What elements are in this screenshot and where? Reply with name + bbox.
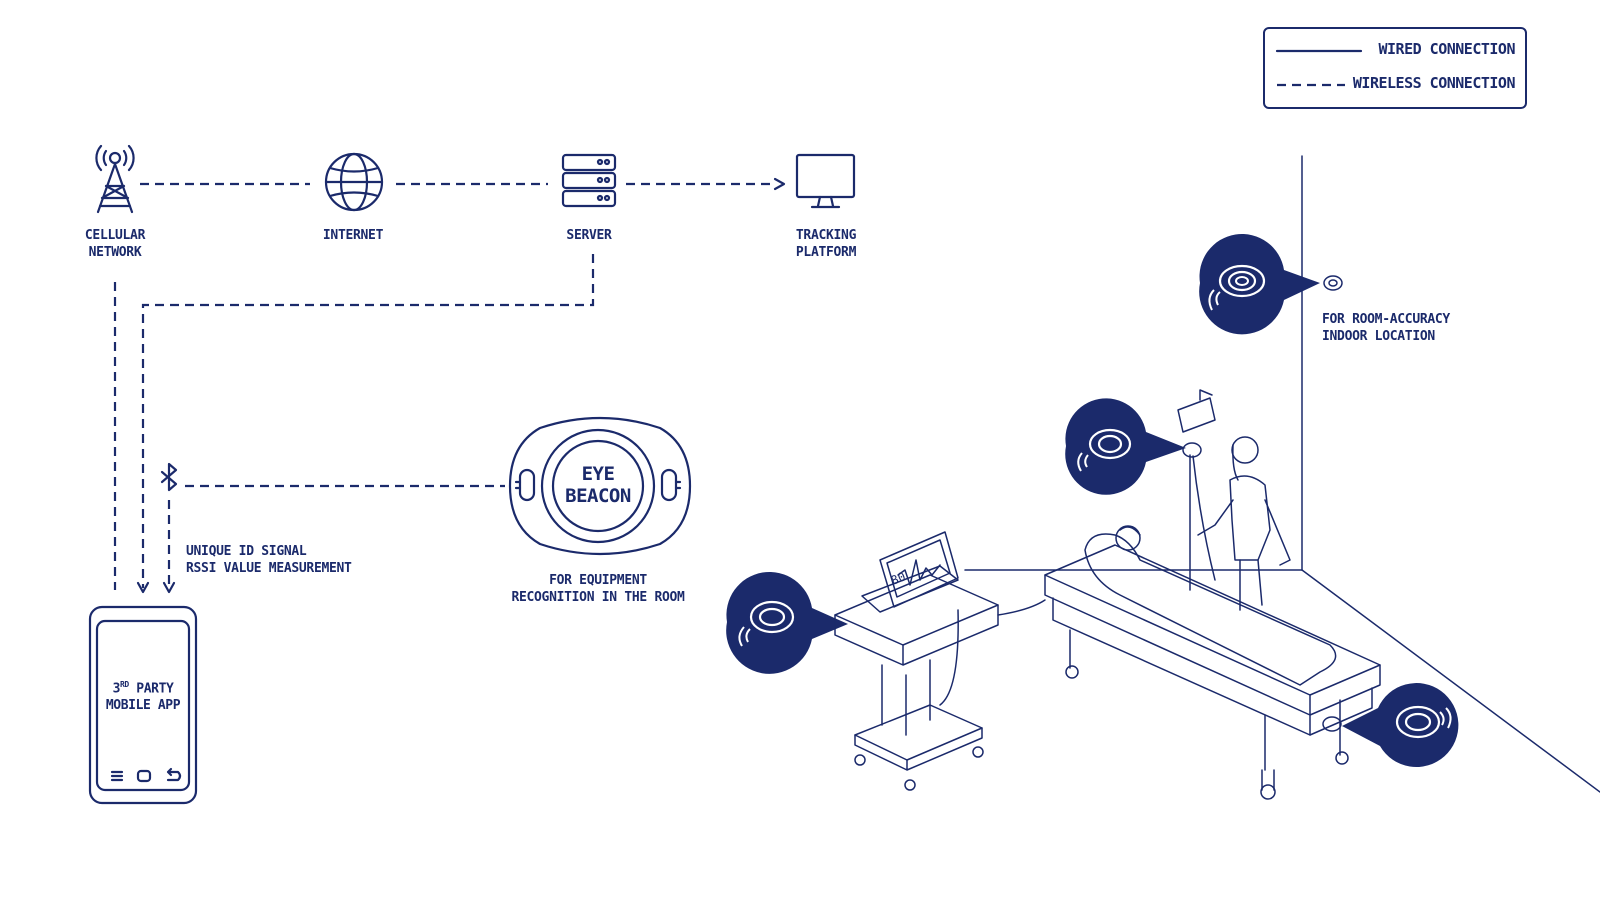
- bluetooth-note-line1: UNIQUE ID SIGNAL: [186, 544, 307, 559]
- legend-wireless-label: WIRELESS CONNECTION: [1352, 74, 1516, 92]
- room-walls: [964, 155, 1600, 793]
- phone-app-label: 3RD PARTY MOBILE APP: [105, 676, 181, 714]
- beacon-name-line2: BEACON: [565, 485, 631, 507]
- iv-beacon-pin: [1065, 398, 1186, 495]
- bluetooth-note: UNIQUE ID SIGNAL RSSI VALUE MEASUREMENT: [186, 543, 352, 577]
- phone-app-line1: 3RD PARTY: [106, 676, 180, 697]
- cellular-network-label: CELLULAR NETWORK: [84, 227, 146, 261]
- monitor-reading: 80: [889, 569, 908, 587]
- legend: WIRED CONNECTION WIRELESS CONNECTION: [1263, 27, 1527, 109]
- bluetooth-note-line2: RSSI VALUE MEASUREMENT: [186, 561, 352, 576]
- cellular-tower-icon: [95, 144, 135, 214]
- hospital-bed: [1044, 525, 1381, 800]
- room-caption-line1: FOR ROOM-ACCURACY: [1322, 312, 1450, 327]
- globe-icon: [324, 152, 384, 212]
- beacon-caption: FOR EQUIPMENT RECOGNITION IN THE ROOM: [511, 572, 684, 606]
- tracking-label-line2: PLATFORM: [795, 245, 857, 260]
- bed-beacon-pin: [1322, 683, 1459, 768]
- home-icon: [136, 769, 152, 783]
- phone-app-line2: MOBILE APP: [105, 698, 181, 714]
- cellular-label-line1: CELLULAR: [84, 228, 146, 243]
- phone-line1-rest: PARTY: [128, 681, 174, 697]
- beacon-caption-line1: FOR EQUIPMENT: [549, 573, 647, 588]
- internet-label: INTERNET: [322, 228, 384, 243]
- eye-beacon-device: [508, 416, 692, 556]
- back-icon: [166, 767, 182, 782]
- phone-ordinal-suffix: RD: [120, 680, 129, 689]
- bluetooth-icon: [160, 462, 178, 492]
- legend-lines: [1275, 49, 1363, 87]
- tracking-platform-label: TRACKING PLATFORM: [795, 227, 857, 261]
- monitor-cart-beacon-pin: [726, 571, 848, 674]
- wall-beacon-pin: [1199, 234, 1343, 335]
- iv-pole-and-nurse: [1177, 389, 1291, 611]
- arrow-server-phone: [136, 581, 150, 594]
- room-caption-line2: INDOOR LOCATION: [1322, 329, 1435, 344]
- menu-icon: [110, 770, 124, 782]
- room-accuracy-caption: FOR ROOM-ACCURACY INDOOR LOCATION: [1322, 311, 1450, 345]
- arrow-bluetooth-phone: [162, 581, 176, 594]
- monitor-icon: [795, 153, 856, 209]
- legend-wired-label: WIRED CONNECTION: [1378, 40, 1516, 58]
- arrow-to-tracking: [773, 177, 786, 191]
- beacon-caption-line2: RECOGNITION IN THE ROOM: [511, 590, 685, 605]
- phone-device: [88, 605, 198, 805]
- tracking-label-line1: TRACKING: [795, 228, 857, 243]
- phone-ordinal: 3: [112, 681, 121, 697]
- server-icon: [561, 153, 617, 208]
- cellular-label-line2: NETWORK: [88, 245, 142, 260]
- beacon-name-line1: EYE: [581, 463, 615, 485]
- server-label: SERVER: [566, 228, 612, 243]
- patient-monitor-cart: 80: [834, 531, 1046, 791]
- link-server-phone: [141, 254, 595, 588]
- beacon-name: EYE BEACON: [565, 463, 631, 507]
